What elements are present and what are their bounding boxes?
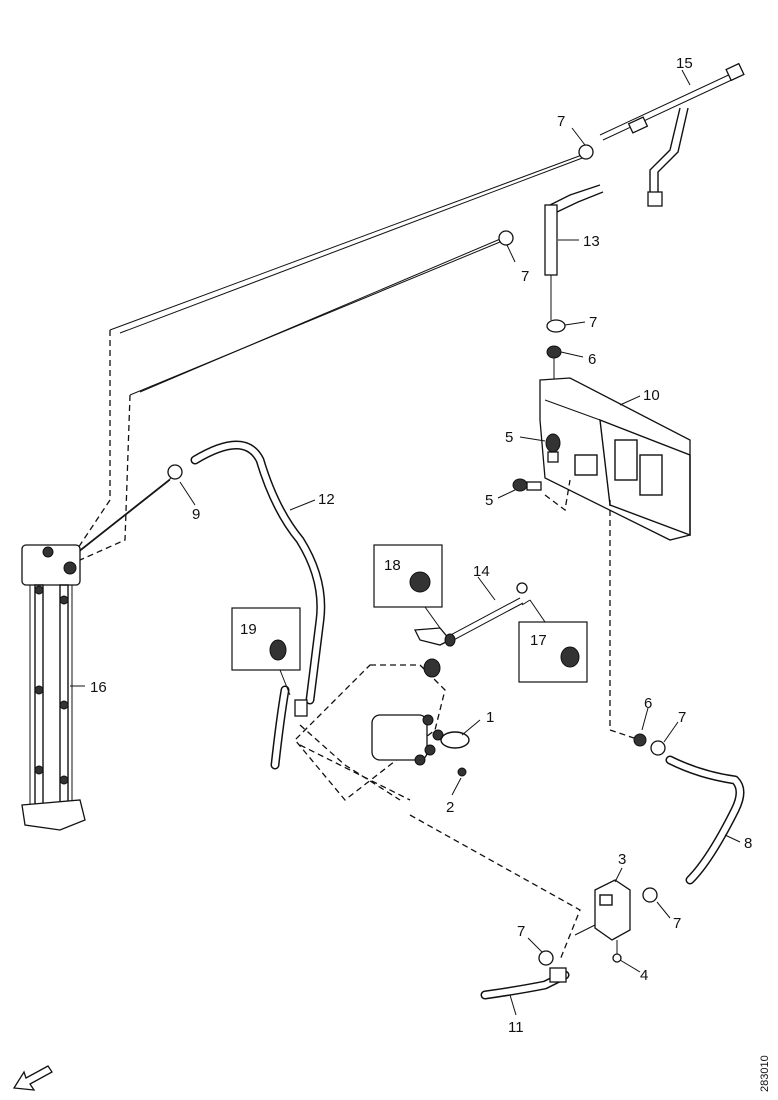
callout-7b: 7: [521, 268, 529, 285]
upper-pipe-lines: [69, 151, 591, 561]
callout-11: 11: [508, 1019, 524, 1036]
valve-3: [574, 879, 631, 963]
callout-15: 15: [676, 55, 693, 72]
hose-12: [167, 440, 401, 801]
valve-1: [294, 658, 581, 961]
callout-2: 2: [446, 799, 454, 816]
callout-1: 1: [486, 709, 494, 726]
callout-19: 19: [240, 621, 257, 638]
callout-10: 10: [643, 387, 660, 404]
leader-lines: [70, 69, 741, 1016]
tank-16: [21, 544, 86, 831]
callout-8: 8: [744, 835, 752, 852]
callout-4: 4: [640, 967, 648, 984]
callout-6a: 6: [588, 351, 596, 368]
callout-12: 12: [318, 491, 335, 508]
callout-7e: 7: [673, 915, 681, 932]
callout-3: 3: [618, 851, 626, 868]
hose-11: [480, 950, 570, 1000]
callout-17: 17: [530, 632, 547, 649]
callout-7d: 7: [678, 709, 686, 726]
callout-13: 13: [583, 233, 600, 250]
rod-14: [413, 582, 528, 647]
bracket-10: [539, 377, 691, 541]
reference-code: 283010: [759, 1055, 771, 1092]
callout-7a: 7: [557, 113, 565, 130]
callout-14: 14: [473, 563, 490, 580]
orientation-arrow-icon: [12, 1065, 53, 1091]
callout-6b: 6: [644, 695, 652, 712]
callout-18: 18: [384, 557, 401, 574]
fittings-upper-right: [498, 144, 594, 380]
pipe-15: [599, 62, 745, 207]
pipe-8-group: [609, 500, 745, 903]
inset-18: [373, 544, 443, 629]
callout-labels: 1 2 3 4 5 5 6 6 7 7 7 7 7 7 8 9 10 11 12…: [90, 55, 752, 1036]
inset-17: [518, 599, 588, 683]
pipe-13: [544, 184, 604, 320]
callout-5b: 5: [485, 492, 493, 509]
callout-16: 16: [90, 679, 107, 696]
callout-5a: 5: [505, 429, 513, 446]
callout-7c: 7: [589, 314, 597, 331]
bolts-5: [512, 433, 571, 512]
inset-19: [231, 607, 301, 696]
callout-7f: 7: [517, 923, 525, 940]
callout-9: 9: [192, 506, 200, 523]
